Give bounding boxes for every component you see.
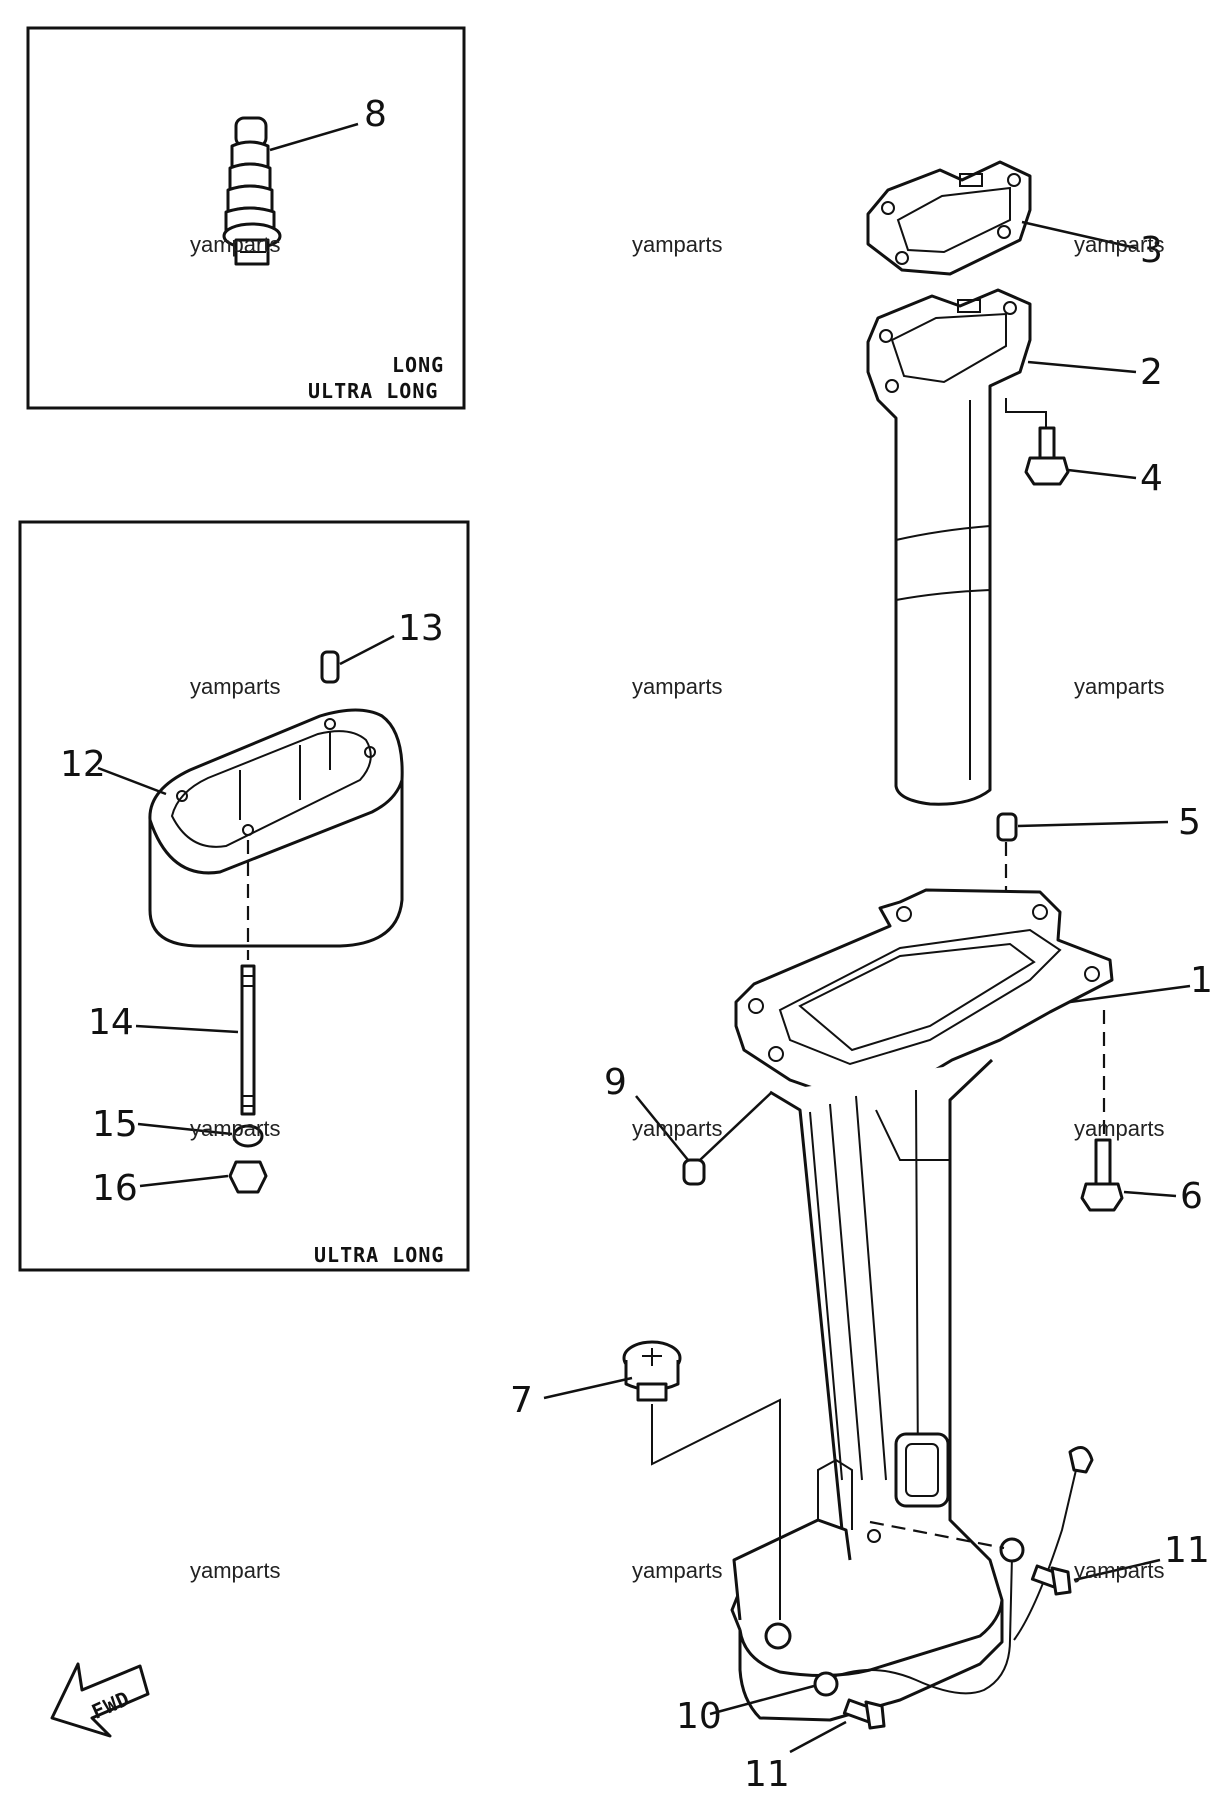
callout-13: 13 — [398, 608, 444, 649]
part-11-bolt-lower — [842, 1698, 886, 1730]
watermark: yamparts — [632, 1558, 722, 1583]
callout-16: 16 — [92, 1168, 138, 1209]
part-5-dowel — [996, 812, 1018, 842]
callout-3: 3 — [1140, 230, 1163, 271]
part-2-exhaust-guide — [866, 288, 1032, 806]
watermark: yamparts — [1074, 232, 1164, 257]
watermark: yamparts — [632, 1116, 722, 1141]
watermark: yamparts — [1074, 1558, 1164, 1583]
callout-11-lower: 11 — [744, 1754, 790, 1795]
part-9-dowel — [682, 1158, 706, 1186]
part-16-nut — [228, 1160, 268, 1194]
watermarks: yamparts yamparts yamparts yamparts yamp… — [190, 232, 1164, 1583]
watermark: yamparts — [1074, 1116, 1164, 1141]
callout-8: 8 — [364, 94, 387, 135]
part-7-plug — [622, 1340, 682, 1402]
watermark: yamparts — [632, 674, 722, 699]
callout-4: 4 — [1140, 458, 1163, 499]
part-13-dowel — [320, 650, 340, 684]
ground-lead — [813, 1446, 1094, 1697]
watermark: yamparts — [190, 1116, 280, 1141]
callout-7: 7 — [510, 1380, 533, 1421]
callout-5: 5 — [1178, 802, 1201, 843]
callout-15: 15 — [92, 1104, 138, 1145]
part-6-bolt — [1080, 1138, 1124, 1212]
watermark: yamparts — [190, 232, 280, 257]
callout-2: 2 — [1140, 352, 1163, 393]
watermark: yamparts — [190, 1558, 280, 1583]
part-4-bolt — [1005, 398, 1070, 486]
part-8-extension-bolt — [222, 116, 282, 266]
box-long-caption-ultra: ULTRA LONG — [308, 379, 438, 403]
callout-14: 14 — [88, 1002, 134, 1043]
inset-box-ultra-long — [18, 520, 470, 1272]
part-1-upper-case — [730, 888, 1114, 1722]
callout-9: 9 — [604, 1062, 627, 1103]
callout-11-upper: 11 — [1164, 1530, 1210, 1571]
inset-box-long — [26, 26, 466, 410]
part-14-stud-bolt — [240, 964, 256, 1116]
watermark: yamparts — [1074, 674, 1164, 699]
callout-12: 12 — [60, 744, 106, 785]
fwd-arrow — [50, 1662, 150, 1738]
box-long-caption: LONG — [392, 353, 444, 377]
watermark: yamparts — [190, 674, 280, 699]
part-15-washer — [232, 1124, 264, 1148]
watermark: yamparts — [632, 232, 722, 257]
box-ultra-long-caption: ULTRA LONG — [314, 1243, 444, 1267]
part-12-spacer — [148, 708, 404, 948]
callout-6: 6 — [1180, 1176, 1203, 1217]
callout-10: 10 — [676, 1696, 722, 1737]
part-3-gasket — [866, 160, 1032, 276]
callout-1: 1 — [1190, 960, 1213, 1001]
part-11-bolt-upper — [1030, 1564, 1072, 1596]
